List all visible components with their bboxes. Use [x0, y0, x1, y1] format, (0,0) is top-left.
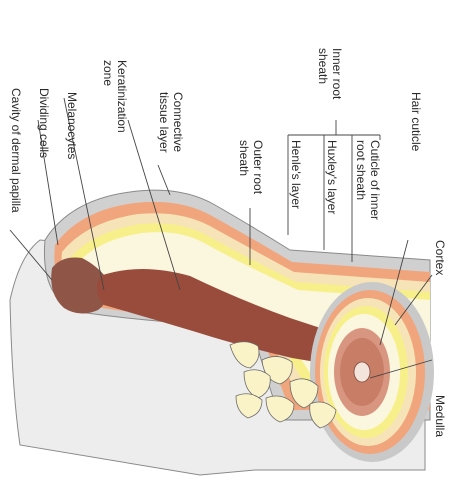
label-keratinization-2: zone — [101, 60, 115, 86]
cross-section — [310, 282, 434, 462]
label-dividing-cells: Dividing cells — [37, 88, 51, 158]
label-outer-root-1: Outer root — [251, 140, 265, 195]
label-huxleys-layer: Huxley's layer — [325, 140, 339, 214]
label-hair-cuticle: Hair cuticle — [409, 92, 423, 152]
label-cuticle-inner-2: root sheath — [354, 140, 368, 200]
label-keratinization-1: Keratinization — [115, 60, 129, 133]
label-inner-root-sheath-2: sheath — [316, 48, 330, 84]
label-medulla: Medulla — [433, 395, 447, 437]
label-connective-2: tissue layer — [157, 92, 171, 153]
label-inner-root-sheath-1: Inner root — [330, 48, 344, 100]
label-connective-1: Connective — [171, 92, 185, 152]
label-melanocytes: Melanocytes — [65, 92, 79, 159]
label-cortex: Cortex — [433, 240, 447, 275]
label-henles-layer: Henle's layer — [289, 140, 303, 209]
label-outer-root-2: sheath — [237, 140, 251, 176]
label-cavity-dermal-papilla: Cavity of dermal papilla — [9, 88, 23, 213]
label-cuticle-inner-1: Cuticle of inner — [368, 140, 382, 220]
